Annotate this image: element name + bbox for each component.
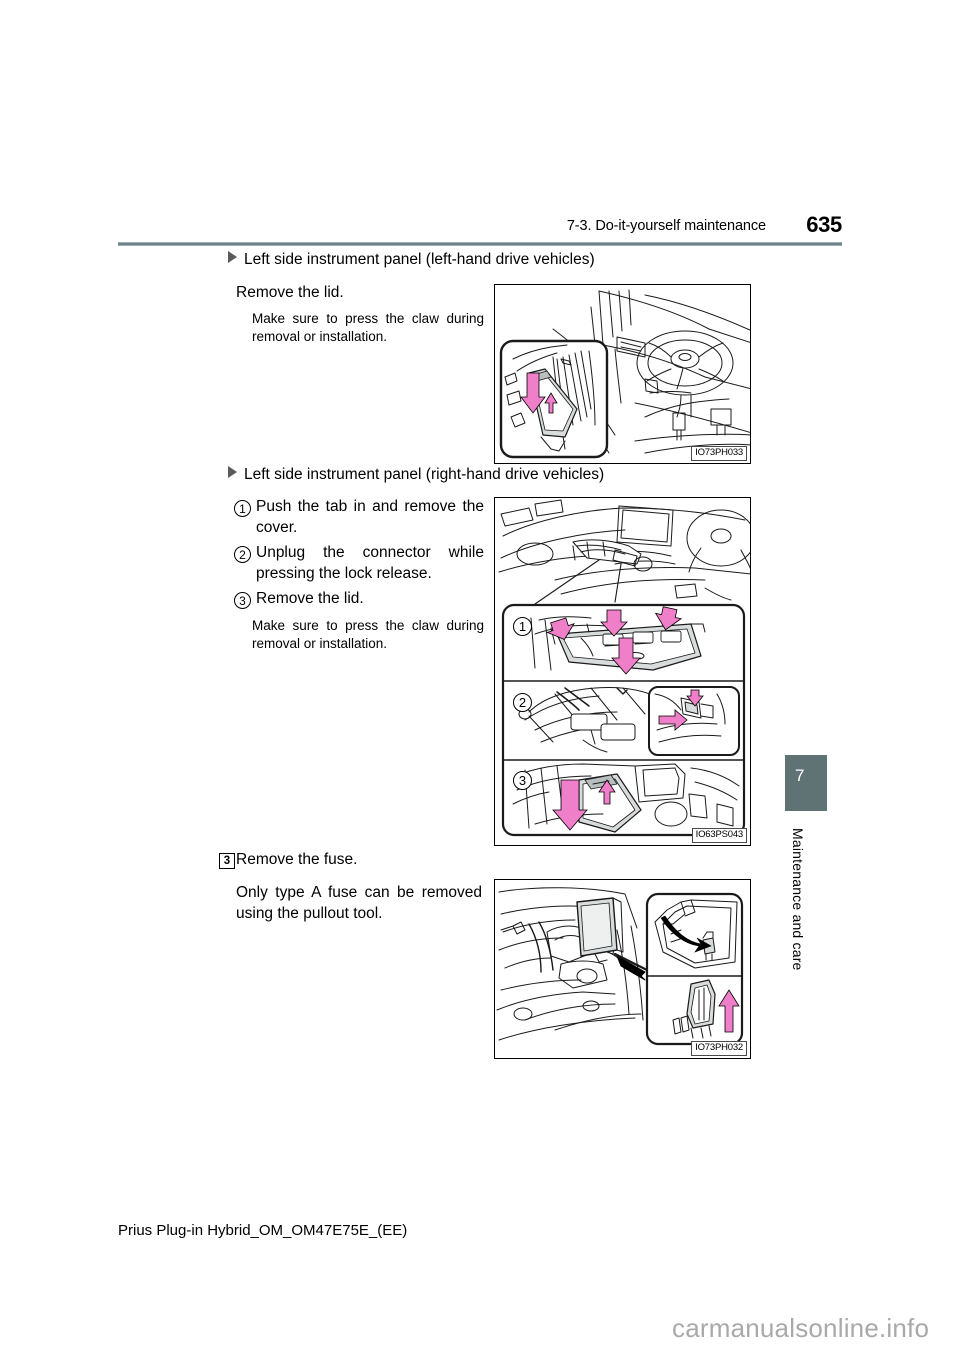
- section-heading-2-label: Left side instrument panel (right-hand d…: [244, 466, 605, 483]
- step-marker-3: 3: [234, 592, 251, 609]
- figure-1-illustration: [499, 289, 750, 459]
- figure-2-panel-label-3: 3: [513, 771, 532, 790]
- step-2-1-text: Push the tab in and remove the cover.: [256, 498, 484, 536]
- section-heading-2: Left side instrument panel (right-hand d…: [228, 466, 604, 484]
- step-marker-2: 2: [234, 546, 251, 563]
- figure-3: IO73PH032: [494, 879, 751, 1059]
- figure-2-panel-label-2: 2: [513, 693, 532, 712]
- footer-document-id: Prius Plug-in Hybrid_OM_OM47E75E_(EE): [118, 1222, 408, 1239]
- figure-2: 1 2 3 IO63PS043: [494, 497, 751, 846]
- figure-1: IO73PH033: [494, 284, 751, 464]
- figure-2-panel-label-1: 1: [513, 617, 532, 636]
- figure-1-code: IO73PH033: [691, 446, 747, 461]
- step-2-3-note: Make sure to press the claw during remov…: [252, 618, 484, 651]
- page-number: 635: [806, 212, 842, 237]
- step-2-3-text: Remove the lid.: [256, 590, 364, 607]
- figure-2-code: IO63PS043: [691, 828, 747, 843]
- step-marker-fuse: 3: [219, 853, 235, 869]
- section-heading-1: Left side instrument panel (left-hand dr…: [228, 251, 595, 269]
- step-2-2-text: Unplug the connector while pressing the …: [256, 544, 484, 582]
- site-watermark: carmanualsonline.info: [672, 1313, 930, 1343]
- triangle-bullet-icon: [228, 251, 237, 263]
- chapter-tab: 7: [785, 755, 827, 811]
- step-marker-1: 1: [234, 500, 251, 517]
- triangle-bullet-icon: [228, 466, 237, 478]
- header-rule: [118, 242, 842, 246]
- step-1-1-note: Make sure to press the claw during remov…: [252, 311, 484, 344]
- chapter-tab-label: Maintenance and care: [790, 828, 806, 971]
- header-section-title: 7-3. Do-it-yourself maintenance: [566, 218, 766, 234]
- step-3-1-note: Only type A fuse can be removed using th…: [236, 884, 482, 922]
- figure-3-illustration: [496, 887, 744, 1046]
- step-3-1-text: Remove the fuse.: [236, 851, 358, 868]
- chapter-tab-number: 7: [795, 766, 805, 785]
- figure-2-illustration: [498, 499, 750, 837]
- section-heading-1-label: Left side instrument panel (left-hand dr…: [244, 251, 595, 268]
- page-header: 7-3. Do-it-yourself maintenance 635: [118, 212, 842, 247]
- figure-3-code: IO73PH032: [691, 1041, 747, 1056]
- step-1-1-text: Remove the lid.: [236, 284, 344, 301]
